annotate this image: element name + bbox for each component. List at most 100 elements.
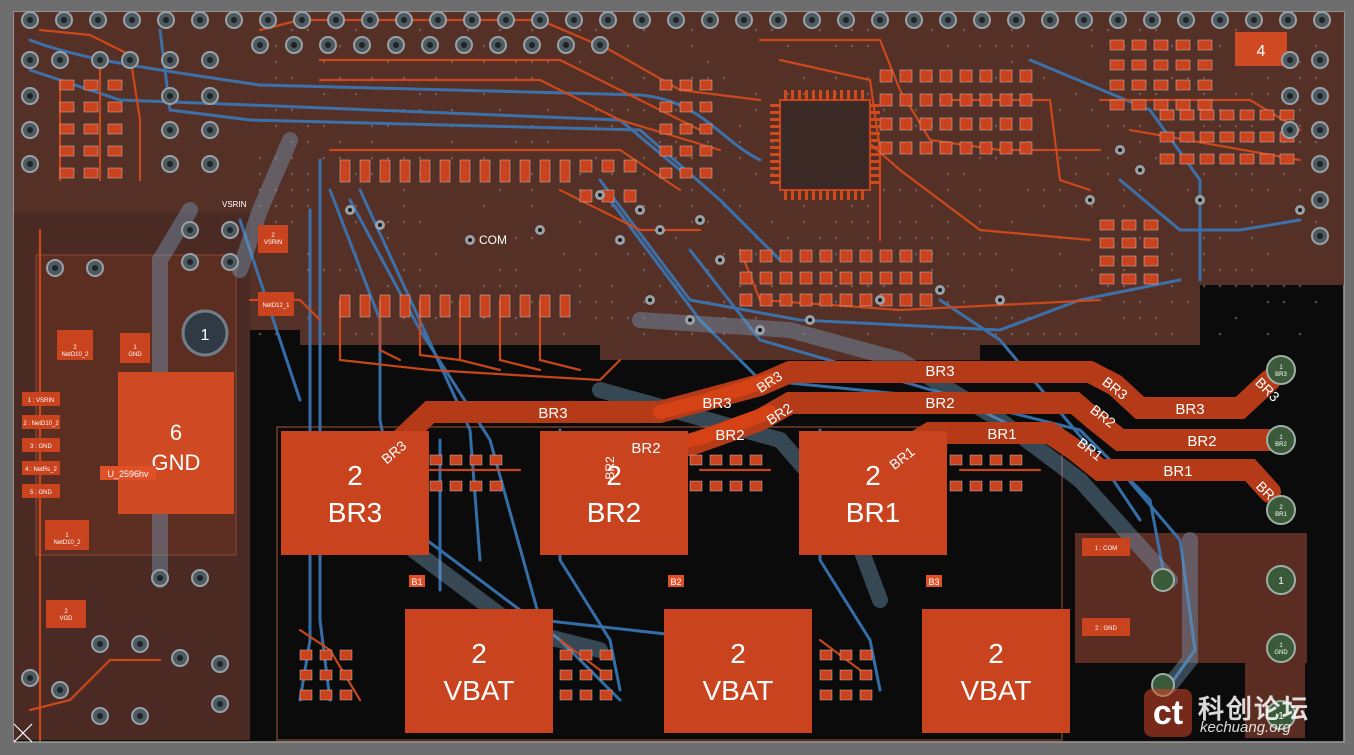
smd-pad <box>1099 219 1115 231</box>
grid-dot <box>914 188 918 192</box>
grid-dot <box>1298 188 1302 192</box>
grid-dot <box>1202 284 1206 288</box>
grid-dot <box>1010 60 1014 64</box>
via-hole <box>1118 148 1122 152</box>
grid-dot <box>690 44 694 48</box>
grid-dot <box>1250 284 1254 288</box>
smd-pad <box>819 293 833 307</box>
grid-dot <box>1058 332 1062 336</box>
mcu-pin <box>833 90 836 100</box>
grid-dot <box>530 28 534 32</box>
smd-pad <box>439 294 451 318</box>
grid-dot <box>290 108 294 112</box>
smd-pad <box>1121 219 1137 231</box>
th-pad-hole <box>945 17 951 23</box>
smd-pad <box>679 167 693 179</box>
grid-dot <box>482 44 486 48</box>
large-pads <box>118 32 1287 733</box>
th-pad-hole <box>469 17 475 23</box>
grid-dot <box>546 140 550 144</box>
grid-dot <box>1202 268 1206 272</box>
mcu-pin <box>784 90 787 100</box>
grid-dot <box>450 140 454 144</box>
smd-pad <box>1143 255 1159 267</box>
grid-dot <box>1074 92 1078 96</box>
grid-dot <box>754 172 758 176</box>
grid-dot <box>946 220 950 224</box>
grid-dot <box>1122 188 1126 192</box>
grid-dot <box>866 92 870 96</box>
grid-dot <box>914 252 918 256</box>
grid-dot <box>1250 188 1254 192</box>
grid-dot <box>626 252 630 256</box>
grid-dot <box>1106 172 1110 176</box>
mcu-pin <box>770 167 780 170</box>
th-pad-hole <box>227 227 233 233</box>
grid-dot <box>1218 284 1222 288</box>
smd-pad <box>83 123 99 135</box>
via-hole <box>1138 168 1142 172</box>
grid-dot <box>610 108 614 112</box>
smd-pad <box>939 69 953 83</box>
grid-dot <box>1058 108 1062 112</box>
grid-dot <box>1138 140 1142 144</box>
grid-dot <box>546 108 550 112</box>
grid-dot <box>594 124 598 128</box>
smd-pad <box>699 145 713 157</box>
grid-dot <box>1234 204 1238 208</box>
smd-pad <box>1175 59 1191 71</box>
grid-dot <box>786 92 790 96</box>
grid-dot <box>834 268 838 272</box>
grid-dot <box>978 204 982 208</box>
grid-dot <box>866 332 870 336</box>
b3-box <box>926 575 942 587</box>
grid-dot <box>498 188 502 192</box>
grid-dot <box>818 236 822 240</box>
grid-dot <box>1154 28 1158 32</box>
smd-pad <box>489 454 503 466</box>
grid-dot <box>386 236 390 240</box>
grid-dot <box>354 268 358 272</box>
grid-dot <box>514 76 518 80</box>
netd12-label: NetD12_1 <box>262 303 290 309</box>
grid-dot <box>674 140 678 144</box>
mcu-pin <box>861 190 864 200</box>
grid-dot <box>450 300 454 304</box>
smd-pad <box>709 454 723 466</box>
grid-dot <box>1010 268 1014 272</box>
grid-dot <box>866 236 870 240</box>
th-pad-hole <box>775 17 781 23</box>
br2-right-label: BR2 <box>1187 433 1216 450</box>
mcu-pin <box>812 190 815 200</box>
grid-dot <box>962 28 966 32</box>
br1-pad-num: 2 <box>865 460 881 491</box>
mcu-pin <box>826 90 829 100</box>
smd-pad <box>1019 69 1033 83</box>
mcu-pin <box>770 181 780 184</box>
grid-dot <box>882 284 886 288</box>
grid-dot <box>914 108 918 112</box>
mcu-pin <box>870 132 880 135</box>
grid-dot <box>834 76 838 80</box>
th-pad-hole <box>1287 57 1293 63</box>
smd-pad <box>1197 59 1213 71</box>
smd-pad <box>459 294 471 318</box>
grid-dot <box>1218 44 1222 48</box>
smd-pad <box>729 480 743 492</box>
br3-bus-label-b: BR3 <box>702 395 731 412</box>
grid-dot <box>306 172 310 176</box>
smd-pad <box>1179 153 1195 165</box>
reg-pin4 <box>22 461 60 475</box>
grid-dot <box>706 220 710 224</box>
smd-pad <box>539 294 551 318</box>
smd-pad <box>959 117 973 131</box>
mcu-pin <box>770 125 780 128</box>
grid-dot <box>546 60 550 64</box>
grid-dot <box>1298 124 1302 128</box>
mcu-pin <box>798 90 801 100</box>
grid-dot <box>498 28 502 32</box>
grid-dot <box>962 332 966 336</box>
